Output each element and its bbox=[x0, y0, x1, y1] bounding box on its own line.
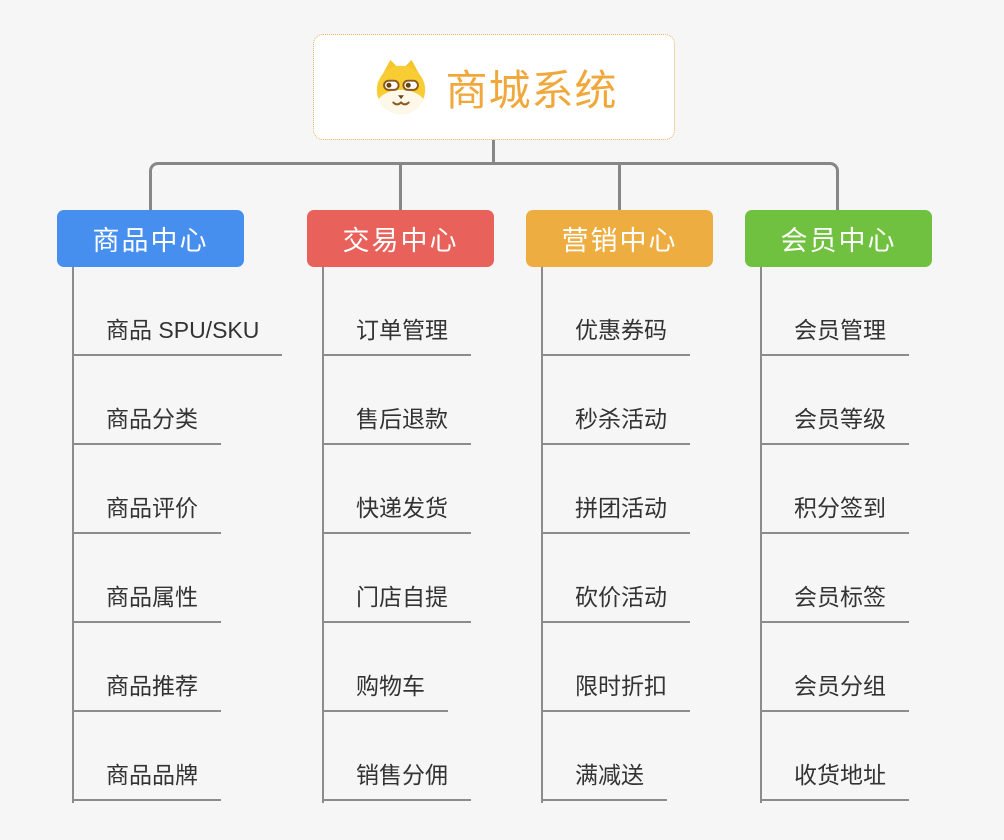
topic-item[interactable]: 门店自提 bbox=[322, 534, 471, 623]
topic-item[interactable]: 会员标签 bbox=[760, 534, 909, 623]
topic-label: 限时折扣 bbox=[541, 667, 690, 712]
topic-item[interactable]: 商品属性 bbox=[72, 534, 282, 623]
topic-label: 商品分类 bbox=[72, 400, 221, 445]
topic-item[interactable]: 商品推荐 bbox=[72, 623, 282, 712]
topic-label: 会员分组 bbox=[760, 667, 909, 712]
topic-label: 门店自提 bbox=[322, 578, 471, 623]
topic-label: 拼团活动 bbox=[541, 489, 690, 534]
topic-label: 秒杀活动 bbox=[541, 400, 690, 445]
topic-label: 快递发货 bbox=[322, 489, 471, 534]
topic-item[interactable]: 商品分类 bbox=[72, 356, 282, 445]
topic-item[interactable]: 快递发货 bbox=[322, 445, 471, 534]
topic-label: 会员等级 bbox=[760, 400, 909, 445]
topic-label: 购物车 bbox=[322, 667, 448, 712]
topic-item[interactable]: 拼团活动 bbox=[541, 445, 690, 534]
topic-item[interactable]: 购物车 bbox=[322, 623, 471, 712]
topic-item[interactable]: 商品 SPU/SKU bbox=[72, 267, 283, 356]
connector-column-trade bbox=[322, 267, 324, 803]
topic-label: 商品属性 bbox=[72, 578, 221, 623]
shiba-dog-icon bbox=[377, 59, 426, 115]
topic-item[interactable]: 订单管理 bbox=[322, 267, 471, 356]
branch-trade-center[interactable]: 交易中心 bbox=[307, 210, 494, 267]
topic-item[interactable]: 秒杀活动 bbox=[541, 356, 690, 445]
topic-label: 收货地址 bbox=[760, 756, 909, 801]
connector-root-stem bbox=[492, 139, 495, 165]
branch-product-center[interactable]: 商品中心 bbox=[57, 210, 244, 267]
topic-label: 会员标签 bbox=[760, 578, 909, 623]
topic-label: 售后退款 bbox=[322, 400, 471, 445]
column-product-items: 商品 SPU/SKU 商品分类 商品评价 商品属性 商品推荐 商品品牌 bbox=[72, 267, 283, 801]
topic-label: 会员管理 bbox=[760, 311, 909, 356]
topic-item[interactable]: 砍价活动 bbox=[541, 534, 690, 623]
topic-label: 满减送 bbox=[541, 756, 667, 801]
root-node[interactable]: 商城系统 bbox=[313, 34, 675, 140]
connector-column-member bbox=[760, 267, 762, 803]
topic-item[interactable]: 限时折扣 bbox=[541, 623, 690, 712]
topic-label: 商品品牌 bbox=[72, 756, 221, 801]
column-member-items: 会员管理 会员等级 积分签到 会员标签 会员分组 收货地址 bbox=[760, 267, 909, 801]
topic-item[interactable]: 优惠券码 bbox=[541, 267, 690, 356]
topic-label: 订单管理 bbox=[322, 311, 471, 356]
connector-bus bbox=[149, 162, 839, 210]
topic-label: 商品 SPU/SKU bbox=[72, 311, 283, 356]
topic-item[interactable]: 会员分组 bbox=[760, 623, 909, 712]
topic-item[interactable]: 收货地址 bbox=[760, 712, 909, 801]
connector-drop-trade bbox=[399, 165, 402, 210]
connector-column-marketing bbox=[541, 267, 543, 803]
connector-column-product bbox=[72, 267, 74, 803]
topic-item[interactable]: 积分签到 bbox=[760, 445, 909, 534]
root-title: 商城系统 bbox=[445, 66, 618, 114]
topic-label: 商品评价 bbox=[72, 489, 221, 534]
topic-label: 积分签到 bbox=[760, 489, 909, 534]
topic-item[interactable]: 会员等级 bbox=[760, 356, 909, 445]
connector-drop-marketing bbox=[618, 165, 621, 210]
topic-item[interactable]: 满减送 bbox=[541, 712, 690, 801]
branch-marketing-center[interactable]: 营销中心 bbox=[526, 210, 713, 267]
topic-label: 商品推荐 bbox=[72, 667, 221, 712]
topic-label: 销售分佣 bbox=[322, 756, 471, 801]
column-marketing-items: 优惠券码 秒杀活动 拼团活动 砍价活动 限时折扣 满减送 bbox=[541, 267, 690, 801]
topic-item[interactable]: 售后退款 bbox=[322, 356, 471, 445]
column-trade-items: 订单管理 售后退款 快递发货 门店自提 购物车 销售分佣 bbox=[322, 267, 471, 801]
topic-item[interactable]: 销售分佣 bbox=[322, 712, 471, 801]
topic-item[interactable]: 会员管理 bbox=[760, 267, 909, 356]
topic-item[interactable]: 商品品牌 bbox=[72, 712, 282, 801]
topic-label: 优惠券码 bbox=[541, 311, 690, 356]
topic-label: 砍价活动 bbox=[541, 578, 690, 623]
branch-member-center[interactable]: 会员中心 bbox=[745, 210, 932, 267]
topic-item[interactable]: 商品评价 bbox=[72, 445, 282, 534]
